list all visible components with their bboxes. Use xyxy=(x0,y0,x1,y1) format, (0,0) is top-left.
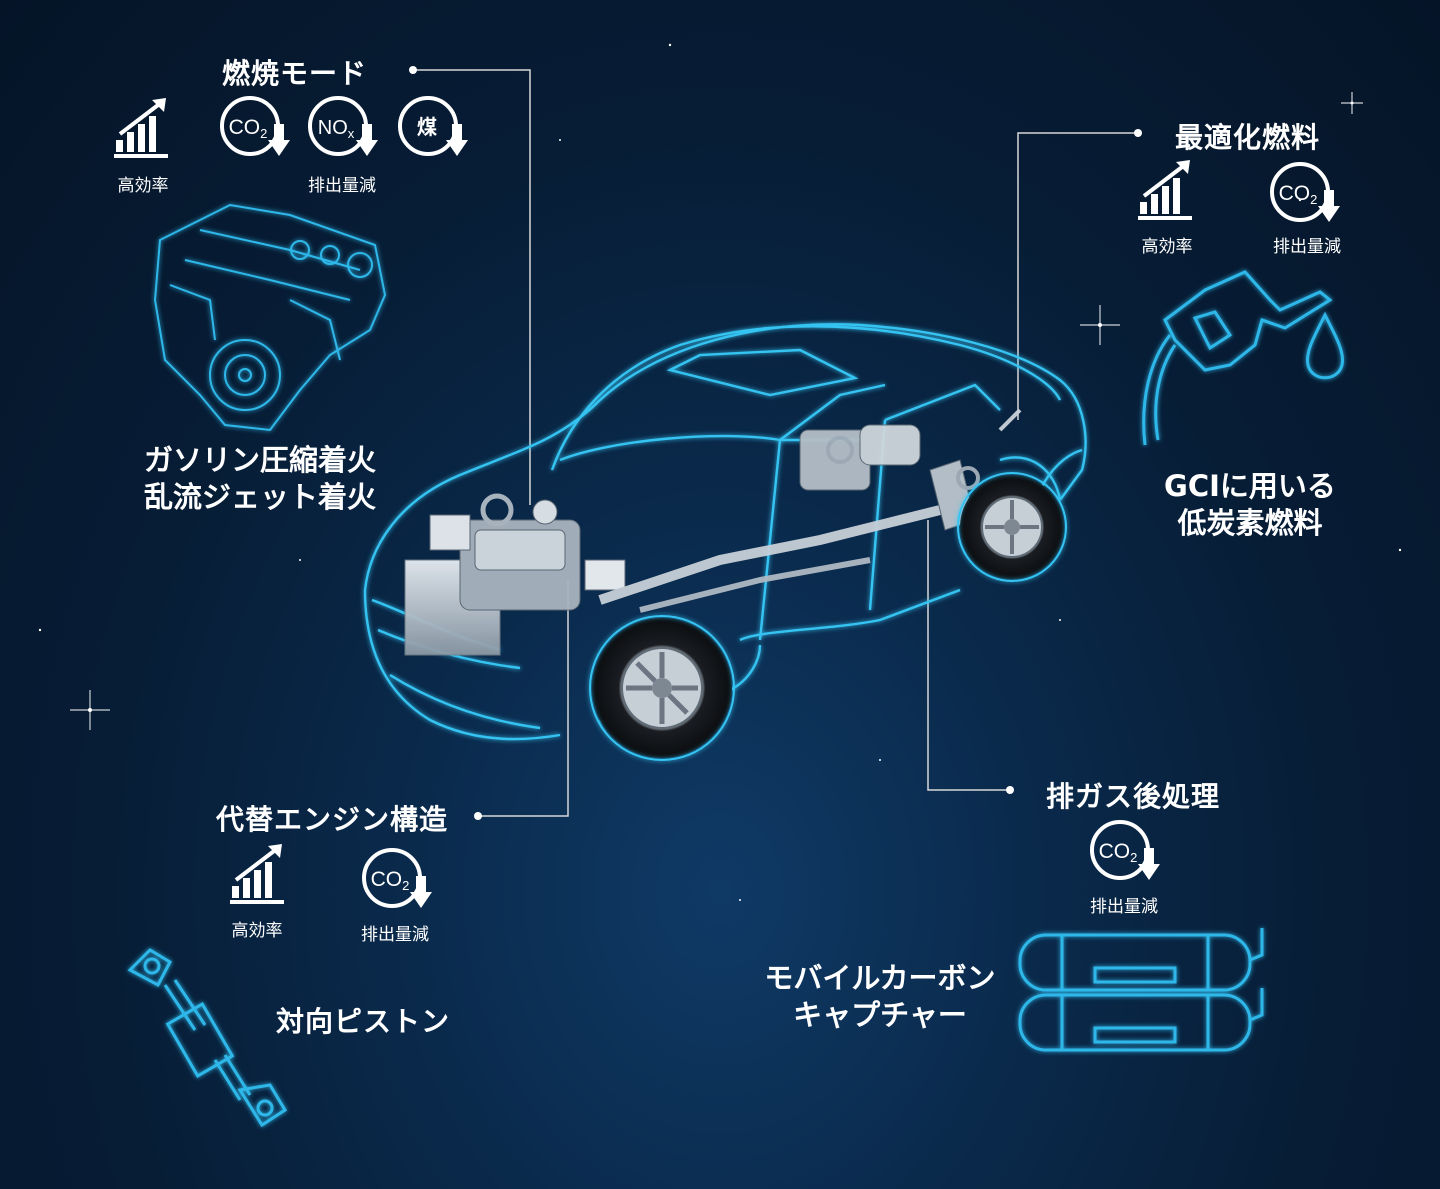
svg-text:CO2: CO2 xyxy=(1099,840,1138,865)
co2-reduction-icon: CO2 xyxy=(218,94,294,160)
efficiency-label: 高効率 xyxy=(117,176,169,196)
svg-text:煤: 煤 xyxy=(417,115,437,139)
alt-engine-title: 代替エンジン構造 xyxy=(216,803,449,836)
star-field xyxy=(38,43,1402,901)
fuel-description: GCIに用いる 低炭素燃料 xyxy=(1140,468,1360,542)
carbon-capture-tanks-icon xyxy=(1018,928,1264,1052)
co2-reduction-icon: CO2 xyxy=(360,846,436,912)
gci-title-line1: ガソリン圧縮着火 xyxy=(143,443,376,477)
efficiency-bars-icon xyxy=(112,96,172,160)
rear-wheel xyxy=(957,472,1067,582)
capture-line2: キャプチャー xyxy=(793,998,967,1032)
fuel-desc-line2: 低炭素燃料 xyxy=(1177,506,1323,540)
co2-reduction-icon: CO2 xyxy=(1268,160,1344,226)
sparkle-icon xyxy=(70,92,1363,730)
emission-label: 排出量減 xyxy=(361,925,429,945)
capture-line1: モバイルカーボン xyxy=(764,961,996,995)
svg-text:NOx: NOx xyxy=(318,117,355,141)
carbon-capture-title: モバイルカーボン キャプチャー xyxy=(760,960,1000,1034)
emission-label: 排出量減 xyxy=(1090,897,1158,917)
engine-chassis xyxy=(404,408,1022,656)
efficiency-bars-icon xyxy=(1136,158,1196,222)
gci-title: ガソリン圧縮着火 乱流ジェット着火 xyxy=(120,442,400,516)
svg-text:CO2: CO2 xyxy=(229,116,268,141)
opposed-piston-icon xyxy=(127,948,288,1128)
optimized-fuel-title: 最適化燃料 xyxy=(1175,121,1321,154)
nox-reduction-icon: NOx xyxy=(306,94,382,160)
emission-label: 排出量減 xyxy=(308,176,376,196)
engine-illustration xyxy=(153,203,387,432)
gci-title-line2: 乱流ジェット着火 xyxy=(143,480,376,514)
svg-text:CO2: CO2 xyxy=(371,868,410,893)
svg-text:CO2: CO2 xyxy=(1279,182,1318,207)
soot-reduction-icon: 煤 xyxy=(396,94,472,160)
fuel-desc-line1: GCIに用いる xyxy=(1164,469,1336,503)
co2-reduction-icon: CO2 xyxy=(1088,818,1164,884)
efficiency-label: 高効率 xyxy=(231,921,283,941)
emission-label: 排出量減 xyxy=(1273,237,1341,257)
fuel-nozzle-icon xyxy=(1142,270,1345,446)
front-wheel xyxy=(589,615,735,761)
connector-lines xyxy=(413,69,1138,817)
combustion-mode-title: 燃焼モード xyxy=(222,57,368,90)
opposed-piston-label: 対向ピストン xyxy=(276,1005,451,1038)
efficiency-bars-icon xyxy=(228,842,288,906)
efficiency-label: 高効率 xyxy=(1141,237,1193,257)
aftertreatment-title: 排ガス後処理 xyxy=(1046,780,1221,813)
